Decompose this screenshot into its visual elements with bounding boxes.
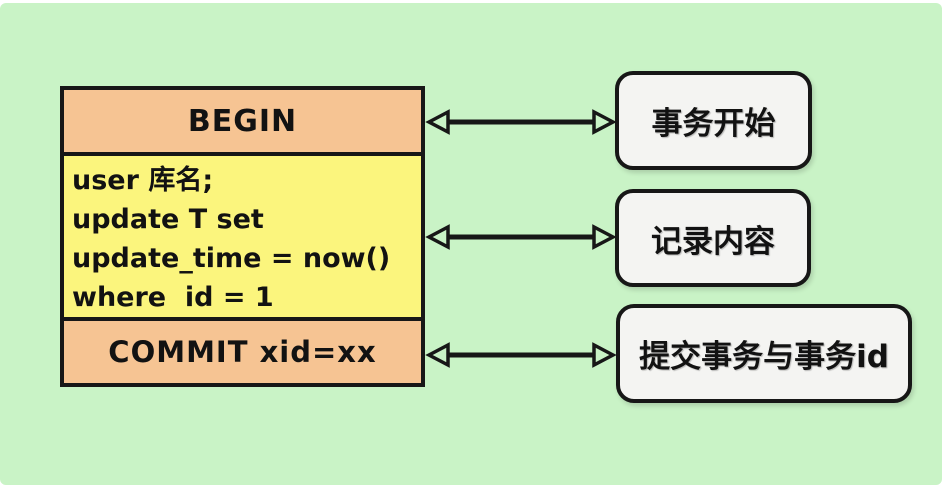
commit-row: COMMIT xid=xx [64, 317, 421, 383]
sql-line-set-time: update_time = now() [72, 243, 391, 274]
double-headed-arrow-icon [425, 342, 617, 368]
diagram-background: BEGIN user 库名; update T set update_time … [0, 3, 942, 485]
annotation-box-transaction-start: 事务开始 [615, 71, 812, 170]
sql-line-update: update T set [72, 204, 264, 235]
annotation-box-commit-with-xid: 提交事务与事务id [616, 304, 912, 403]
double-headed-arrow-icon [425, 224, 617, 250]
sql-line-use-db: user 库名; [72, 165, 214, 196]
begin-row: BEGIN [64, 90, 421, 156]
sql-statements-block: user 库名; update T set update_time = now(… [64, 156, 421, 317]
annotation-box-record-content: 记录内容 [615, 189, 811, 287]
transaction-log-table: BEGIN user 库名; update T set update_time … [60, 86, 425, 387]
sql-line-where: where id = 1 [72, 282, 274, 313]
double-headed-arrow-icon [425, 109, 617, 135]
